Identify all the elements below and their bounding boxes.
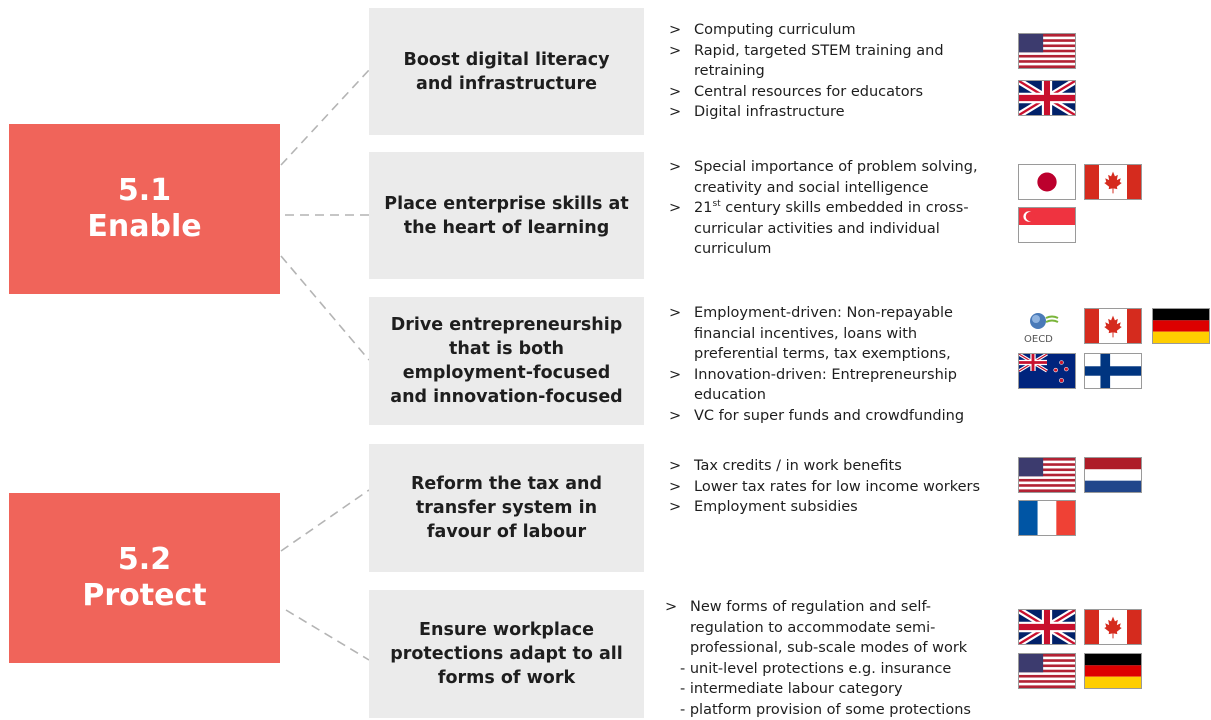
arrow-icon: >	[669, 157, 681, 178]
list-item: >21st century skills embedded in cross-c…	[668, 198, 998, 260]
arrow-icon: >	[669, 497, 681, 518]
category-label: Protect	[82, 578, 206, 614]
arrow-icon: >	[669, 82, 681, 103]
united-kingdom-flag-icon	[1018, 80, 1076, 116]
list-item: >Tax credits / in work benefits	[668, 456, 998, 477]
list-item: >Computing curriculum	[668, 20, 998, 41]
list-item: >Innovation-driven: Entrepreneurship edu…	[668, 365, 998, 406]
arrow-icon: >	[665, 597, 677, 618]
japan-flag-icon	[1018, 164, 1076, 200]
list-item: >Lower tax rates for low income workers	[668, 477, 998, 498]
list-item: >Special importance of problem solving, …	[668, 157, 998, 198]
sub-list-item: - platform provision of some protections	[664, 700, 994, 720]
france-flag-icon	[1018, 500, 1076, 536]
canada-flag-icon	[1084, 609, 1142, 645]
germany-flag-icon	[1152, 308, 1210, 344]
category-label: Enable	[87, 209, 201, 245]
category-number: 5.2	[118, 542, 171, 578]
arrow-icon: >	[669, 20, 681, 41]
united-states-flag-icon	[1018, 457, 1076, 493]
finland-flag-icon	[1084, 353, 1142, 389]
sub-list-item: - intermediate labour category	[664, 679, 994, 700]
oecd-logo-icon: OECD	[1018, 309, 1076, 345]
bullet-list: >Employment-driven: Non-repayable financ…	[668, 303, 998, 426]
list-item: >New forms of regulation and self-regula…	[664, 597, 994, 659]
policy-box-entrepreneurship: Drive entrepreneurship that is both empl…	[369, 297, 644, 425]
sub-list-item: - unit-level protections e.g. insurance	[664, 659, 994, 680]
policy-title: Boost digital literacy and infrastructur…	[383, 48, 630, 96]
bullet-list: >Computing curriculum >Rapid, targeted S…	[668, 20, 998, 123]
united-states-flag-icon	[1018, 653, 1076, 689]
arrow-icon: >	[669, 41, 681, 62]
netherlands-flag-icon	[1084, 457, 1142, 493]
policy-title: Reform the tax and transfer system in fa…	[383, 472, 630, 544]
united-states-flag-icon	[1018, 33, 1076, 69]
united-kingdom-flag-icon	[1018, 609, 1076, 645]
arrow-icon: >	[669, 477, 681, 498]
policy-title: Ensure workplace protections adapt to al…	[383, 618, 630, 690]
list-item: >Central resources for educators	[668, 82, 998, 103]
germany-flag-icon	[1084, 653, 1142, 689]
category-enable: 5.1 Enable	[9, 124, 280, 294]
svg-text:OECD: OECD	[1024, 334, 1053, 345]
singapore-flag-icon	[1018, 207, 1076, 243]
policy-title: Drive entrepreneurship that is both empl…	[383, 313, 630, 409]
list-item: >VC for super funds and crowdfunding	[668, 406, 998, 427]
canada-flag-icon	[1084, 164, 1142, 200]
list-item: >Employment subsidies	[668, 497, 998, 518]
bullet-list: >Special importance of problem solving, …	[668, 157, 998, 260]
new-zealand-flag-icon	[1018, 353, 1076, 389]
arrow-icon: >	[669, 365, 681, 386]
arrow-icon: >	[669, 102, 681, 123]
policy-box-tax-reform: Reform the tax and transfer system in fa…	[369, 444, 644, 572]
arrow-icon: >	[669, 198, 681, 219]
bullet-list: >Tax credits / in work benefits >Lower t…	[668, 456, 998, 518]
arrow-icon: >	[669, 303, 681, 324]
canada-flag-icon	[1084, 308, 1142, 344]
policy-box-workplace-protections: Ensure workplace protections adapt to al…	[369, 590, 644, 718]
list-item: >Rapid, targeted STEM training and retra…	[668, 41, 998, 82]
category-protect: 5.2 Protect	[9, 493, 280, 663]
bullet-list: >New forms of regulation and self-regula…	[664, 597, 994, 720]
arrow-icon: >	[669, 456, 681, 477]
policy-box-enterprise-skills: Place enterprise skills at the heart of …	[369, 152, 644, 279]
policy-box-digital-literacy: Boost digital literacy and infrastructur…	[369, 8, 644, 135]
list-item: >Employment-driven: Non-repayable financ…	[668, 303, 998, 365]
policy-title: Place enterprise skills at the heart of …	[383, 192, 630, 240]
list-item: >Digital infrastructure	[668, 102, 998, 123]
arrow-icon: >	[669, 406, 681, 427]
category-number: 5.1	[118, 173, 171, 209]
